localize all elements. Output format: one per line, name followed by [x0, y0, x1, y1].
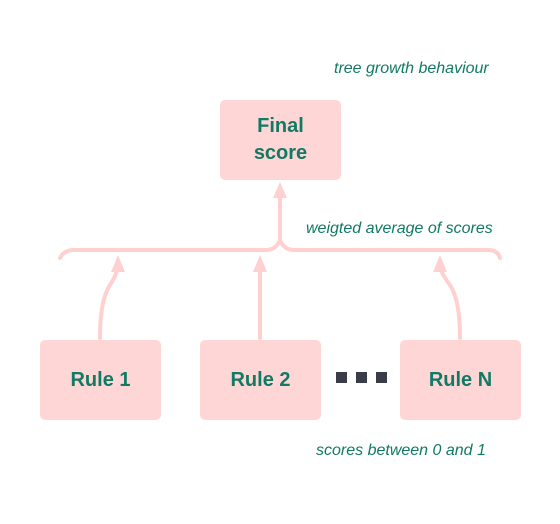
rule2-arrow-head: [253, 255, 267, 272]
ellipsis-dot: [336, 372, 347, 383]
rule1-arrow-head: [111, 255, 125, 272]
ellipsis-dot: [376, 372, 387, 383]
rule1-node: Rule 1: [40, 340, 161, 420]
ruleN-arrow-line: [438, 263, 462, 340]
rule1-label: Rule 1: [70, 368, 131, 391]
middle-note: weigted average of scores: [306, 220, 493, 237]
ellipsis-icon: [336, 372, 387, 383]
ellipsis-dot: [356, 372, 367, 383]
rule2-label: Rule 2: [230, 368, 291, 391]
top-note: tree growth behaviour: [334, 60, 489, 77]
ruleN-label: Rule N: [428, 368, 493, 391]
bottom-note: scores between 0 and 1: [316, 442, 486, 459]
brace-connector: [58, 238, 502, 260]
rule2-node: Rule 2: [200, 340, 321, 420]
ruleN-node: Rule N: [400, 340, 521, 420]
final-score-node: Final score: [220, 100, 341, 180]
ruleN-arrow-head: [433, 255, 447, 272]
final-score-line2: score: [253, 142, 308, 164]
rule1-arrow-line: [98, 263, 120, 340]
final-score-arrow-head: [273, 182, 287, 198]
final-score-line1: Final: [257, 115, 304, 137]
